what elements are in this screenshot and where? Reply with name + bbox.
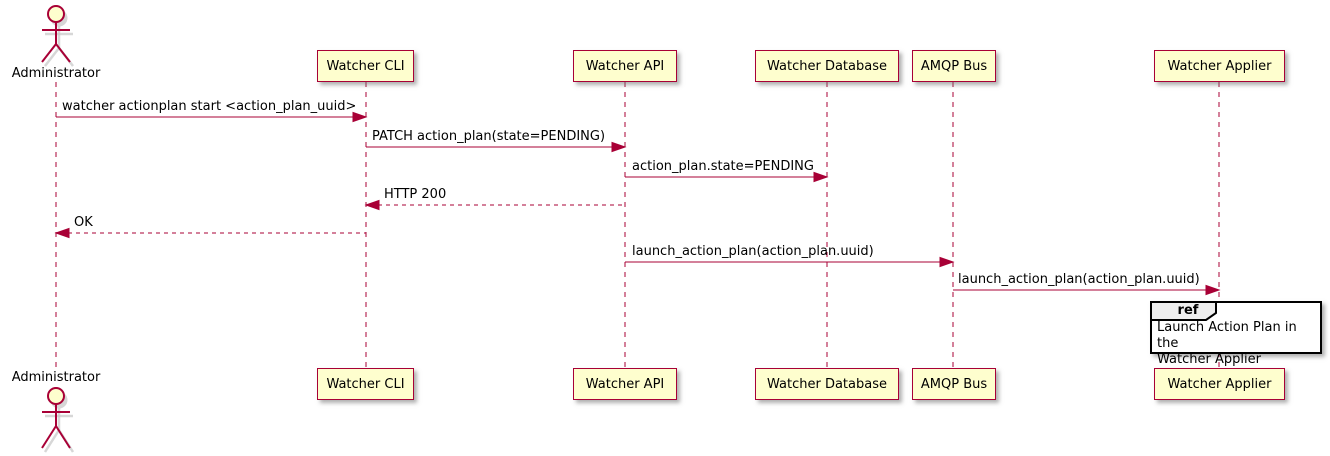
participant-bottom-watcher-api: Watcher API bbox=[573, 368, 677, 400]
participant-bottom-amqp-bus: AMQP Bus bbox=[912, 368, 996, 400]
ref-text-line-2: Watcher Applier bbox=[1157, 352, 1261, 367]
message-label-6: launch_action_plan(action_plan.uuid) bbox=[632, 244, 874, 259]
message-label-7: launch_action_plan(action_plan.uuid) bbox=[958, 272, 1200, 287]
lifelines bbox=[55, 82, 1220, 370]
ref-keyword: ref bbox=[1177, 303, 1199, 318]
ref-tab-shape bbox=[1150, 301, 1217, 321]
ref-fragment: ref Launch Action Plan in the Watcher Ap… bbox=[1150, 301, 1322, 367]
participant-bottom-watcher-cli: Watcher CLI bbox=[317, 368, 414, 400]
actor-label-top: Administrator bbox=[11, 66, 101, 81]
participant-bottom-watcher-applier: Watcher Applier bbox=[1154, 368, 1285, 400]
message-label-4: HTTP 200 bbox=[384, 187, 447, 202]
message-label-5: OK bbox=[74, 215, 93, 230]
participant-bottom-watcher-database: Watcher Database bbox=[755, 368, 899, 400]
participant-top-watcher-cli: Watcher CLI bbox=[317, 50, 414, 82]
message-arrow-4 bbox=[364, 199, 625, 211]
ref-text-line-1: Launch Action Plan in the bbox=[1157, 320, 1297, 351]
message-arrow-2 bbox=[366, 141, 627, 153]
actor-figure-bottom bbox=[41, 387, 75, 453]
actor-figure-top bbox=[41, 5, 74, 67]
participant-top-amqp-bus: AMQP Bus bbox=[912, 50, 996, 82]
participant-top-watcher-applier: Watcher Applier bbox=[1154, 50, 1285, 82]
message-label-2: PATCH action_plan(state=PENDING) bbox=[372, 129, 606, 144]
message-label-3: action_plan.state=PENDING bbox=[632, 159, 814, 174]
message-arrow-1 bbox=[56, 111, 368, 123]
message-arrow-3 bbox=[625, 171, 829, 183]
participant-top-watcher-api: Watcher API bbox=[573, 50, 677, 82]
message-arrow-7 bbox=[953, 284, 1221, 296]
message-arrow-6 bbox=[625, 256, 955, 268]
participant-top-watcher-database: Watcher Database bbox=[755, 50, 899, 82]
ref-text: Launch Action Plan in the Watcher Applie… bbox=[1157, 320, 1320, 368]
message-arrow-5 bbox=[54, 227, 366, 239]
message-label-1: watcher actionplan start <action_plan_uu… bbox=[62, 99, 357, 114]
actor-label-bottom: Administrator bbox=[11, 370, 101, 385]
